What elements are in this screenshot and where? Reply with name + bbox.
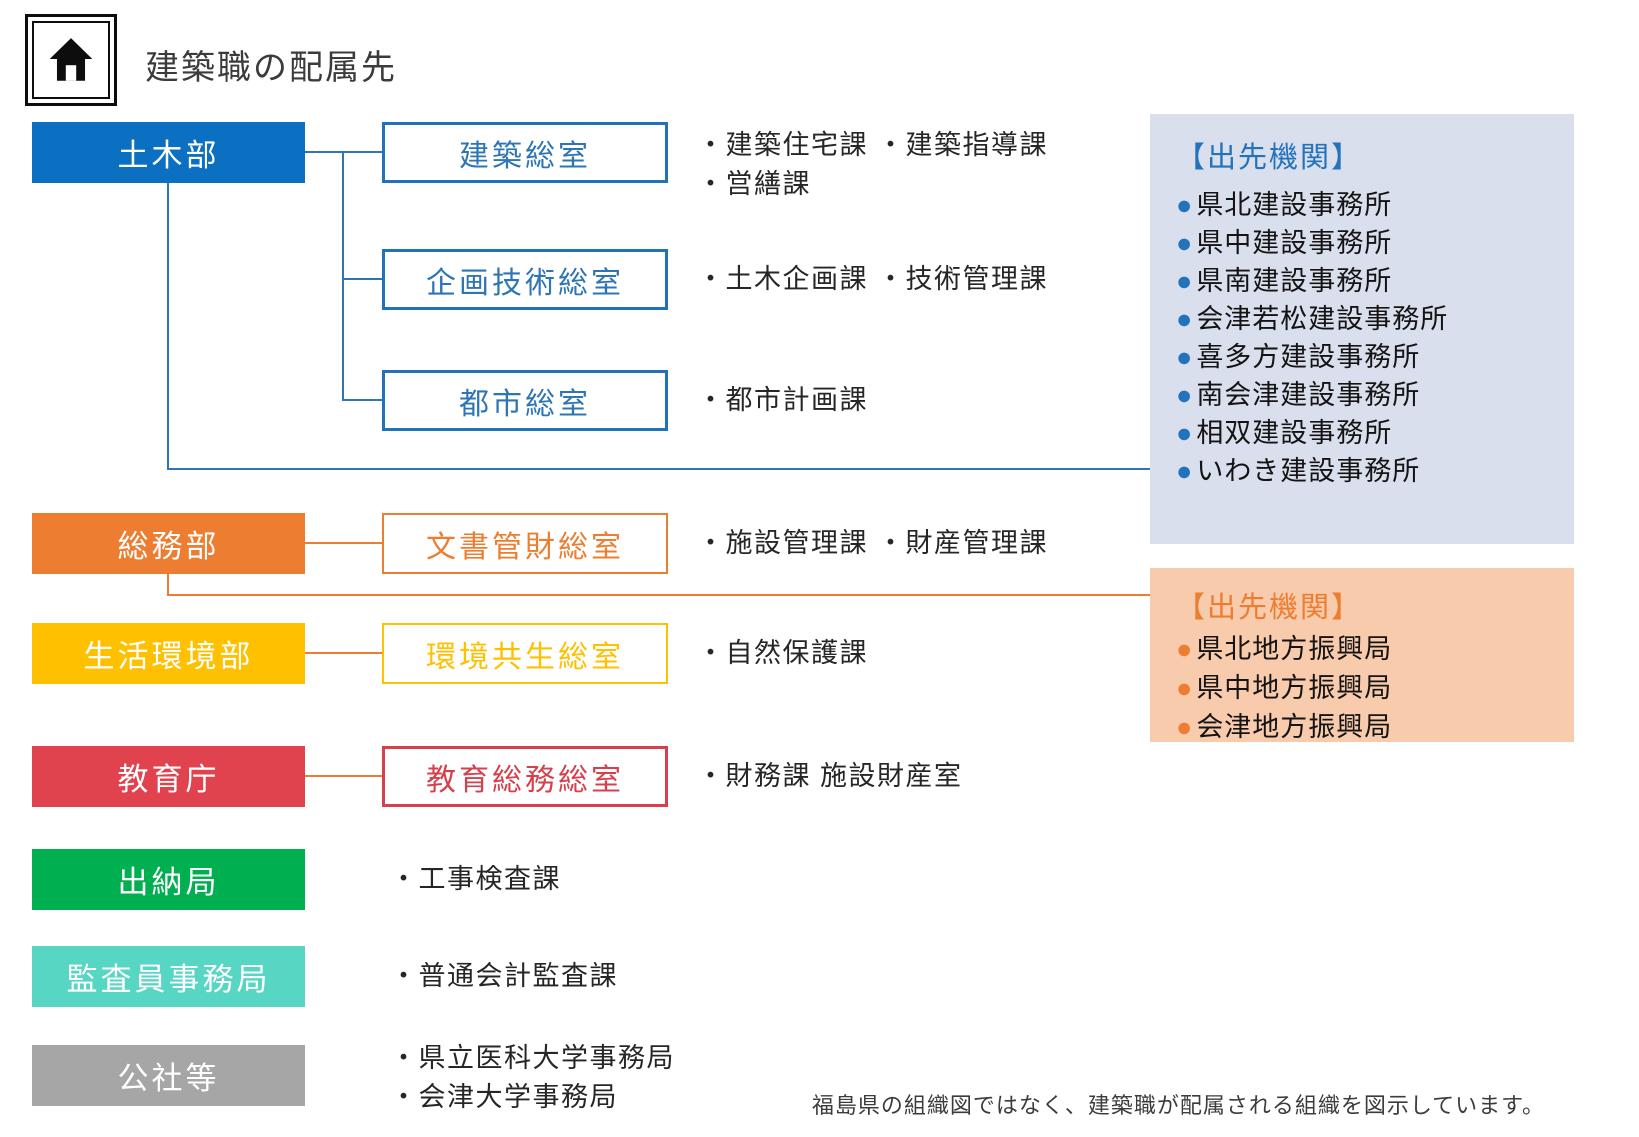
connector-doboku-drop	[167, 183, 169, 470]
footnote: 福島県の組織図ではなく、建築職が配属される組織を図示しています。	[811, 1093, 1545, 1118]
units-kansain: ・普通会計監査課	[390, 961, 618, 991]
units-kyoikusoumu: ・財務課 施設財産室	[697, 761, 963, 791]
panel-item: ●いわき建設事務所	[1176, 452, 1574, 490]
circle-bullet-icon: ●	[1176, 456, 1194, 486]
units-kosha-line2: ・会津大学事務局	[390, 1082, 618, 1112]
panel-item: ●相双建設事務所	[1176, 414, 1574, 452]
panel-item-label: 県北建設事務所	[1196, 190, 1393, 220]
circle-bullet-icon: ●	[1176, 342, 1194, 372]
page-title: 建築職の配属先	[145, 49, 397, 87]
circle-bullet-icon: ●	[1176, 712, 1194, 742]
circle-bullet-icon: ●	[1176, 266, 1194, 296]
units-kenchiku-line1: ・建築住宅課 ・建築指導課	[697, 130, 1049, 160]
connector-soumu-drop	[167, 574, 169, 596]
panel-item: ●喜多方建設事務所	[1176, 338, 1574, 376]
panel-item: ●会津若松建設事務所	[1176, 300, 1574, 338]
panel-item: ●県中地方振興局	[1176, 669, 1574, 708]
dept-box-seikatsukankyo: 生活環境部	[32, 623, 305, 684]
dept-box-doboku: 土木部	[32, 122, 305, 183]
dept-box-kyoikucho: 教育庁	[32, 746, 305, 807]
panel-item-label: 喜多方建設事務所	[1196, 342, 1421, 372]
office-box-kyoikusoumu-soshitsu: 教育総務総室	[382, 746, 668, 807]
office-box-kenchiku-soshitsu: 建築総室	[382, 122, 668, 183]
dept-box-kosha: 公社等	[32, 1045, 305, 1106]
dept-box-kansain: 監査員事務局	[32, 946, 305, 1007]
units-kenchiku-line2: ・営繕課	[697, 169, 811, 199]
branch-offices-panel-blue: 【出先機関】 ●県北建設事務所 ●県中建設事務所 ●県南建設事務所 ●会津若松建…	[1150, 114, 1574, 544]
branch-offices-panel-orange: 【出先機関】 ●県北地方振興局 ●県中地方振興局 ●会津地方振興局	[1150, 568, 1574, 742]
circle-bullet-icon: ●	[1176, 304, 1194, 334]
panel-heading: 【出先機関】	[1176, 142, 1363, 174]
panel-item-label: 県南建設事務所	[1196, 266, 1393, 296]
panel-item: ●県北建設事務所	[1176, 186, 1574, 224]
panel-item: ●会津地方振興局	[1176, 708, 1574, 747]
units-suitokyoku: ・工事検査課	[390, 864, 561, 894]
panel-item: ●南会津建設事務所	[1176, 376, 1574, 414]
connector-doboku-toshi	[342, 399, 382, 401]
circle-bullet-icon: ●	[1176, 380, 1194, 410]
circle-bullet-icon: ●	[1176, 228, 1194, 258]
connector-seikatsu-kankyo	[305, 652, 382, 654]
units-bunshokanzai: ・施設管理課 ・財産管理課	[697, 528, 1049, 558]
home-icon-inner-frame	[32, 21, 110, 99]
connector-doboku-kikaku	[342, 278, 382, 280]
connector-doboku-to-blue-panel	[167, 468, 1150, 470]
connector-kyoiku-soumu	[305, 775, 382, 777]
connector-soumu-to-orange-panel	[167, 594, 1150, 596]
panel-item: ●県北地方振興局	[1176, 630, 1574, 669]
circle-bullet-icon: ●	[1176, 634, 1194, 664]
panel-item: ●県中建設事務所	[1176, 224, 1574, 262]
home-icon	[25, 14, 117, 106]
connector-soumu-bunsho	[305, 542, 382, 544]
circle-bullet-icon: ●	[1176, 190, 1194, 220]
office-box-kankyokyosei-soshitsu: 環境共生総室	[382, 623, 668, 684]
units-kankyokyosei: ・自然保護課	[697, 638, 868, 668]
office-box-kikakugijutsu-soshitsu: 企画技術総室	[382, 249, 668, 310]
office-box-toshi-soshitsu: 都市総室	[382, 370, 668, 431]
panel-item-label: 会津若松建設事務所	[1196, 304, 1449, 334]
panel-item-label: 県北地方振興局	[1196, 634, 1393, 664]
office-box-bunshokanzai-soshitsu: 文書管財総室	[382, 513, 668, 574]
panel-item-label: 南会津建設事務所	[1196, 380, 1421, 410]
dept-box-soumu: 総務部	[32, 513, 305, 574]
panel-item-label: 県中建設事務所	[1196, 228, 1393, 258]
circle-bullet-icon: ●	[1176, 673, 1194, 703]
connector-doboku-trunk	[342, 151, 344, 401]
panel-item-label: 会津地方振興局	[1196, 712, 1393, 742]
panel-item-label: 県中地方振興局	[1196, 673, 1393, 703]
panel-heading: 【出先機関】	[1176, 592, 1363, 624]
units-kikakugijutsu: ・土木企画課 ・技術管理課	[697, 264, 1049, 294]
panel-item-label: 相双建設事務所	[1196, 418, 1393, 448]
house-glyph	[49, 38, 93, 81]
panel-item-label: いわき建設事務所	[1196, 456, 1421, 486]
dept-box-suitokyoku: 出納局	[32, 849, 305, 910]
circle-bullet-icon: ●	[1176, 418, 1194, 448]
units-kosha-line1: ・県立医科大学事務局	[390, 1043, 675, 1073]
panel-item: ●県南建設事務所	[1176, 262, 1574, 300]
units-toshi: ・都市計画課	[697, 385, 868, 415]
